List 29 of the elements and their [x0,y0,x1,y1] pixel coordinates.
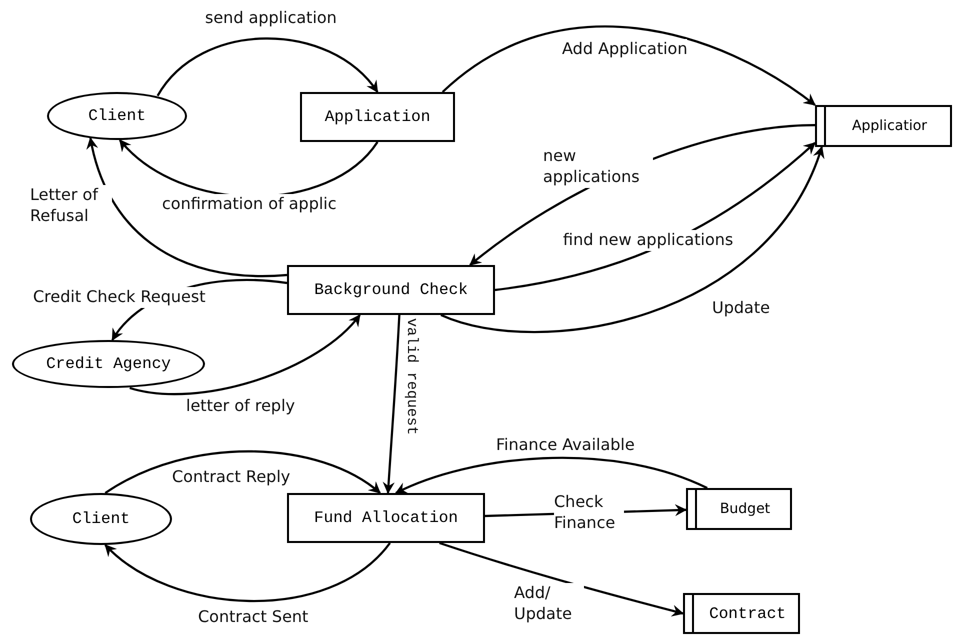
arrow [395,456,708,494]
data-store: Contract [683,593,800,634]
arrow [440,146,824,334]
entity-ellipse: Client [47,92,187,140]
data-store: Applicatior [815,105,952,147]
edge-label: valid request [403,318,420,436]
entity-ellipse: Client [30,493,172,545]
entity-ellipse: Credit Agency [12,340,205,388]
edge-label: confirmation of applic [162,194,337,215]
arrow [382,314,400,494]
edge-label: send application [205,8,337,29]
arrow [439,542,684,617]
process-box: Application [300,92,455,142]
arrow [104,450,381,494]
process-box: Fund Allocation [287,493,485,543]
arrow [156,37,378,96]
edge-label: Update [712,298,770,319]
arrow [442,25,816,106]
process-box: Background Check [287,265,495,315]
edge-label: find new applications [563,230,734,251]
arrow [86,137,288,278]
edge-label: Add Application [562,39,688,60]
edge-label: letter of reply [186,396,295,417]
edge-label: Add/ Update [514,583,584,625]
edge-label: Contract Reply [172,467,290,488]
arrow [104,542,391,602]
edge-label: Credit Check Request [33,287,206,308]
arrow [129,314,361,396]
data-store: Budget [686,488,792,530]
